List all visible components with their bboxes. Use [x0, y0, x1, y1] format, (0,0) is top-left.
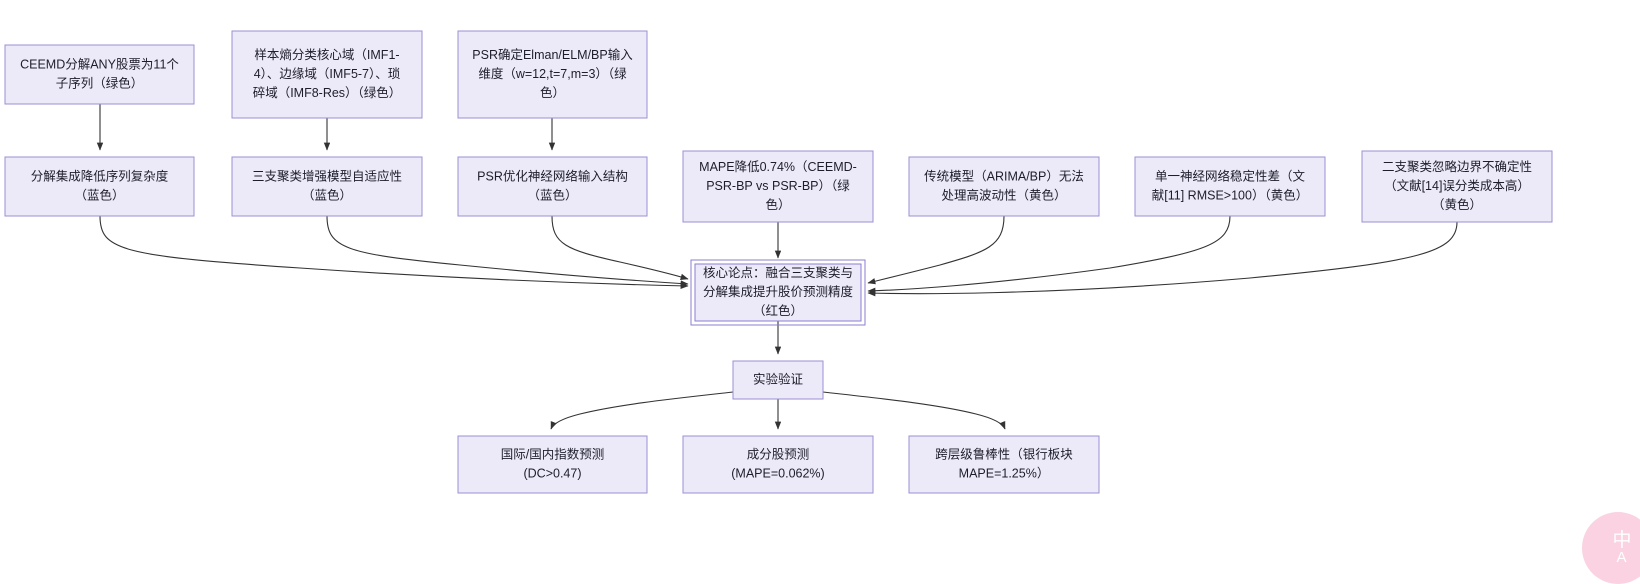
node-label-line: 分解集成提升股价预测精度	[703, 284, 854, 299]
node-label-line: MAPE降低0.74%（CEEMD-	[699, 160, 857, 174]
edge-n6-to-core	[551, 215, 689, 280]
node-label-line: 碎域（IMF8-Res）（绿色）	[253, 85, 402, 100]
node-label-line: （红色）	[753, 303, 803, 318]
node-label-line: 传统模型（ARIMA/BP）无法	[924, 168, 1084, 183]
node-label-line: 4）、边缘域（IMF5-7）、琐	[254, 66, 401, 81]
node-box	[682, 435, 874, 494]
node-label-line: PSR-BP vs PSR-BP）（绿	[706, 178, 850, 193]
node-n9[interactable]: 单一神经网络稳定性差（文献[11] RMSE>100）（黄色）	[1134, 156, 1326, 217]
node-label-line: 色）	[765, 197, 790, 212]
node-box	[4, 156, 195, 217]
node-label-line: 维度（w=12,t=7,m=3）（绿	[478, 66, 627, 81]
node-label-line: 二支聚类忽略边界不确定性	[1382, 159, 1532, 174]
node-label-line: MAPE=1.25%）	[959, 466, 1050, 480]
node-box	[908, 435, 1100, 494]
node-label-line: (DC>0.47)	[523, 466, 581, 480]
edge-n9-to-core	[867, 215, 1231, 294]
node-label-line: 成分股预测	[747, 447, 810, 461]
node-label-line: 单一神经网络稳定性差（文	[1155, 168, 1306, 183]
edge-n5-to-core	[326, 215, 689, 287]
node-box	[1134, 156, 1326, 217]
node-n14[interactable]: 跨层级鲁棒性（银行板块 MAPE=1.25%）	[908, 435, 1100, 494]
node-box	[457, 30, 648, 119]
node-n10[interactable]: 二支聚类忽略边界不确定性 （文献[14]误分类成本高） （黄色）	[1361, 150, 1553, 223]
node-n6[interactable]: PSR优化神经网络输入结构 （蓝色）	[457, 156, 648, 217]
edge-n4-to-core	[99, 215, 689, 290]
edge-n11-to-n12	[550, 391, 734, 430]
node-box	[908, 156, 1100, 217]
node-box	[4, 44, 195, 105]
node-label-line: PSR确定Elman/ELM/BP输入	[472, 47, 633, 62]
node-label-line: CEEMD分解ANY股票为11个	[20, 57, 179, 71]
core-node-outline	[690, 259, 866, 326]
node-label-line: 处理高波动性（黄色）	[941, 187, 1066, 202]
node-label-line: （蓝色）	[302, 187, 352, 202]
node-label-line: 跨层级鲁棒性（银行板块	[935, 447, 1073, 461]
node-box	[1361, 150, 1553, 223]
node-n2[interactable]: 样本熵分类核心域（IMF1- 4）、边缘域（IMF5-7）、琐碎域（IMF8-Re…	[231, 30, 423, 119]
node-label-line: （蓝色）	[74, 187, 124, 202]
node-label-line: 献[11] RMSE>100）（黄色）	[1152, 187, 1308, 202]
node-box	[231, 30, 423, 119]
node-label-line: 样本熵分类核心域（IMF1-	[254, 47, 399, 62]
node-n7[interactable]: MAPE降低0.74%（CEEMD- PSR-BP vs PSR-BP）（绿色）	[682, 150, 874, 223]
node-label-line: （文献[14]误分类成本高）	[1384, 178, 1530, 193]
node-label-line: 色）	[540, 85, 565, 100]
node-n12[interactable]: 国际/国内指数预测 (DC>0.47)	[457, 435, 648, 494]
node-box	[231, 156, 423, 217]
node-label-line: 实验验证	[753, 371, 804, 386]
node-n11[interactable]: 实验验证	[732, 360, 824, 400]
node-label-line: 核心论点：融合三支聚类与	[703, 265, 853, 280]
node-n4[interactable]: 分解集成降低序列复杂度 （蓝色）	[4, 156, 195, 217]
node-label-line: （蓝色）	[527, 187, 577, 202]
edge-layer	[96, 104, 1458, 430]
node-label-line: 分解集成降低序列复杂度	[31, 168, 169, 183]
edge-n11-to-n14	[822, 391, 1006, 430]
node-label-line: (MAPE=0.062%)	[731, 466, 824, 480]
node-label-line: PSR优化神经网络输入结构	[477, 168, 628, 183]
node-box	[457, 156, 648, 217]
node-box	[682, 150, 874, 223]
node-box	[732, 360, 824, 400]
node-box	[457, 435, 648, 494]
node-n13[interactable]: 成分股预测 (MAPE=0.062%)	[682, 435, 874, 494]
node-n5[interactable]: 三支聚类增强模型自适应性 （蓝色）	[231, 156, 423, 217]
node-label-line: 子序列（绿色）	[56, 75, 144, 90]
edge-n8-to-core	[867, 215, 1005, 285]
node-label-line: 国际/国内指数预测	[501, 446, 604, 461]
edge-n10-to-core	[867, 221, 1458, 297]
node-label-line: （黄色）	[1432, 197, 1482, 212]
node-box	[694, 263, 862, 322]
node-label-line: 三支聚类增强模型自适应性	[252, 168, 402, 183]
